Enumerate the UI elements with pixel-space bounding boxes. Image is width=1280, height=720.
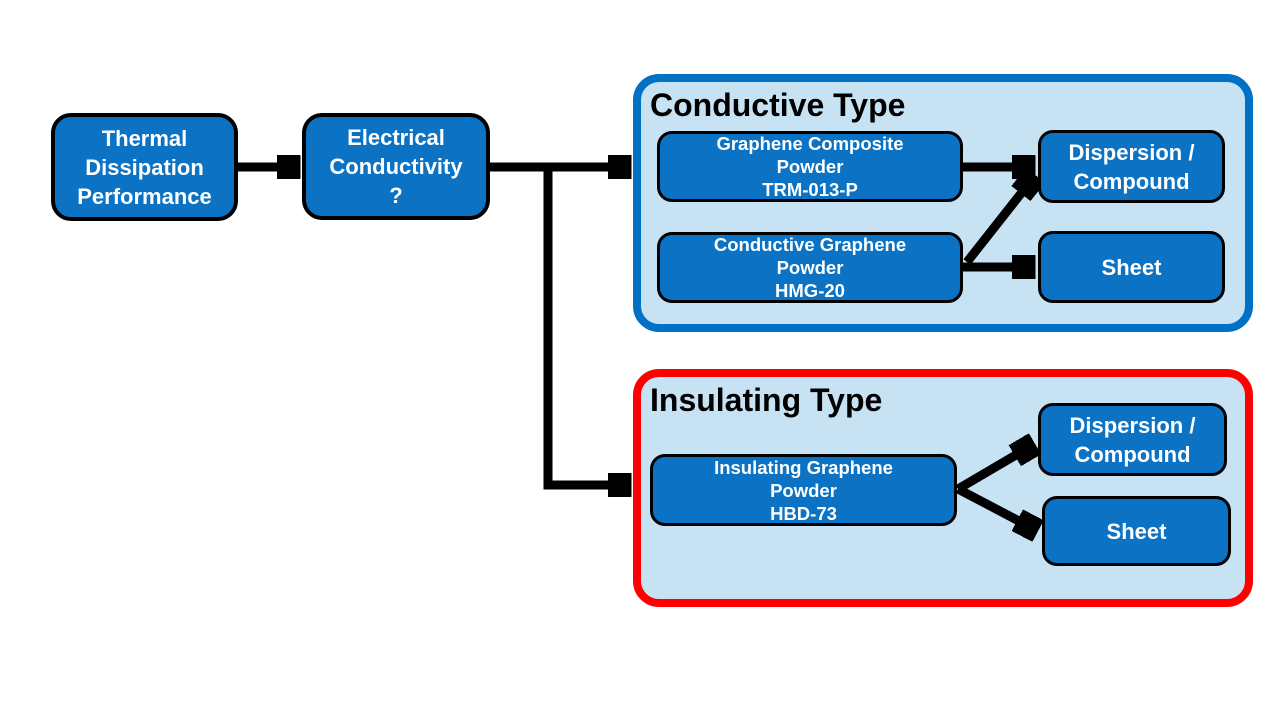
- node-sheet-insulating: Sheet: [1042, 496, 1231, 566]
- arrow-hbd-to-dispersion: [955, 445, 1033, 493]
- arrow-branch-to-insulating-group: [543, 167, 629, 485]
- node-electrical-conductivity: Electrical Conductivity ?: [302, 113, 490, 220]
- node-insulating-graphene-powder-hbd-73: Insulating Graphene Powder HBD-73: [650, 454, 957, 526]
- node-label-sheet-insulating: Sheet: [1106, 518, 1167, 544]
- node-label-dispersion-conductive: Dispersion / Compound: [1068, 139, 1195, 194]
- node-thermal-dissipation-performance: Thermal Dissipation Performance: [51, 113, 238, 221]
- group-title-insulating: Insulating Type: [650, 382, 883, 418]
- group-title-conductive: Conductive Type: [650, 87, 906, 123]
- node-sheet-conductive: Sheet: [1038, 231, 1225, 303]
- node-label-dispersion-insulating: Dispersion / Compound: [1069, 412, 1196, 467]
- arrow-hbd-to-sheet: [955, 485, 1036, 530]
- node-label-hbd: Insulating Graphene Powder HBD-73: [714, 456, 893, 524]
- node-conductive-graphene-powder-hmg-20: Conductive Graphene Powder HMG-20: [657, 232, 963, 303]
- arrow-hmg-to-dispersion: [963, 177, 1034, 265]
- node-label-electrical: Electrical Conductivity ?: [329, 125, 463, 208]
- node-dispersion-compound-insulating: Dispersion / Compound: [1038, 403, 1227, 476]
- node-label-trm: Graphene Composite Powder TRM-013-P: [716, 133, 904, 200]
- node-label-thermal: Thermal Dissipation Performance: [77, 125, 212, 209]
- node-graphene-composite-powder-trm-013-p: Graphene Composite Powder TRM-013-P: [657, 131, 963, 202]
- node-label-sheet-conductive: Sheet: [1101, 254, 1162, 280]
- node-dispersion-compound-conductive: Dispersion / Compound: [1038, 130, 1225, 203]
- node-label-hmg: Conductive Graphene Powder HMG-20: [713, 234, 907, 301]
